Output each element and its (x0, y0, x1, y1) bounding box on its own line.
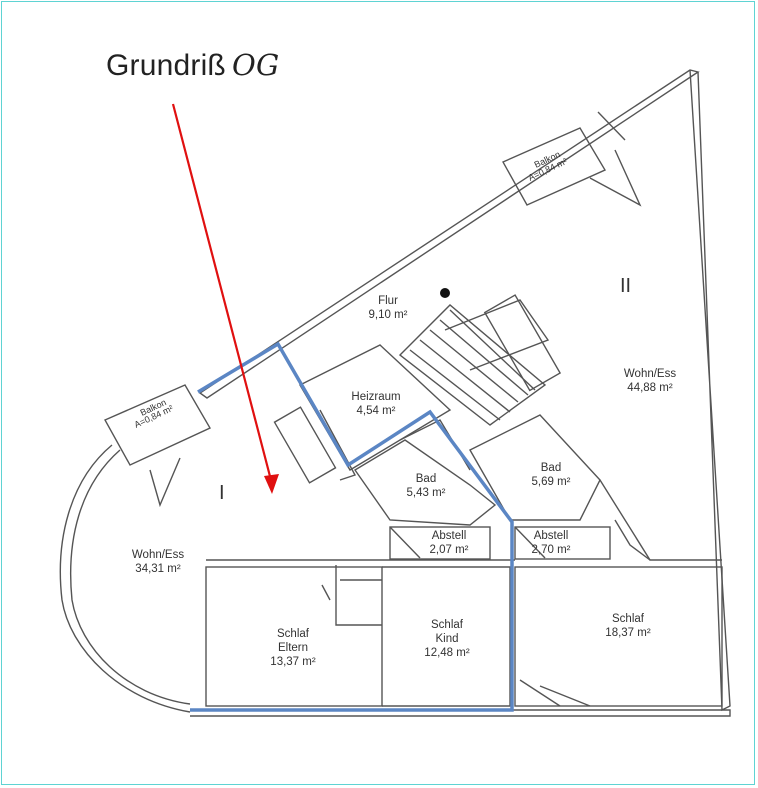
room-flur: Flur 9,10 m² (369, 294, 408, 322)
room-wohn-right-area: 44,88 m² (627, 382, 673, 394)
room-schlaf-right: Schlaf 18,37 m² (605, 612, 650, 640)
schlaf-eltern-walls (205, 566, 383, 707)
balcony-top (502, 127, 607, 206)
room-abstell-right: Abstell 2,70 m² (532, 529, 571, 557)
stairwell (398, 304, 547, 426)
unit-label-right: II (620, 275, 632, 297)
room-bad-right-area: 5,69 m² (531, 476, 571, 488)
pointer-arrow (171, 103, 274, 485)
room-schlaf-right-name: Schlaf (612, 613, 644, 625)
room-heizraum-name: Heizraum (351, 391, 401, 403)
room-bad-left-area: 5,43 m² (406, 487, 446, 499)
room-schlaf-kind: Schlaf Kind 12,48 m² (424, 618, 469, 660)
room-heizraum: Heizraum 4,54 m² (351, 390, 400, 418)
room-abstell-left-area: 2,07 m² (429, 544, 469, 556)
room-schlaf-kind-name2: Kind (435, 633, 459, 645)
room-heizraum-area: 4,54 m² (356, 405, 396, 417)
room-schlaf-eltern-area: 13,37 m² (270, 656, 316, 668)
room-schlaf-eltern-name2: Eltern (277, 642, 309, 654)
balcony-left (104, 384, 211, 466)
room-schlaf-kind-name: Schlaf (431, 619, 463, 631)
room-abstell-right-area: 2,70 m² (531, 544, 571, 556)
room-schlaf-eltern: Schlaf Eltern 13,37 m² (270, 627, 315, 669)
outer-curved-wall (59, 444, 191, 713)
unit-label-left: I (219, 482, 225, 504)
arrow-head (264, 474, 279, 494)
room-wohn-right: Wohn/Ess 44,88 m² (624, 367, 676, 395)
room-schlaf-kind-area: 12,48 m² (424, 647, 470, 659)
room-wohn-left: Wohn/Ess 34,31 m² (132, 548, 184, 576)
room-abstell-left-name: Abstell (431, 530, 467, 542)
room-abstell-right-name: Abstell (533, 530, 569, 542)
schlaf-right-walls (514, 566, 723, 707)
room-bad-right: Bad 5,69 m² (532, 461, 571, 489)
room-wohn-right-name: Wohn/Ess (623, 368, 677, 380)
room-bad-left: Bad 5,43 m² (407, 472, 446, 500)
room-schlaf-right-area: 18,37 m² (605, 627, 651, 639)
unit-boundary-line (190, 341, 514, 712)
room-wohn-left-name: Wohn/Ess (131, 549, 185, 561)
title-suffix: OG (231, 48, 280, 82)
outer-diagonal-wall (198, 69, 700, 399)
title-main: Grundriß (106, 49, 226, 82)
room-wohn-left-area: 34,31 m² (135, 563, 181, 575)
room-schlaf-eltern-name: Schlaf (277, 628, 309, 640)
entrance-dot (440, 288, 450, 298)
room-flur-area: 9,10 m² (368, 309, 408, 321)
room-bad-right-name: Bad (540, 462, 562, 474)
room-bad-left-name: Bad (415, 473, 437, 485)
room-flur-name: Flur (378, 295, 398, 307)
outer-right-wall (689, 69, 731, 712)
room-abstell-left: Abstell 2,07 m² (430, 529, 469, 557)
